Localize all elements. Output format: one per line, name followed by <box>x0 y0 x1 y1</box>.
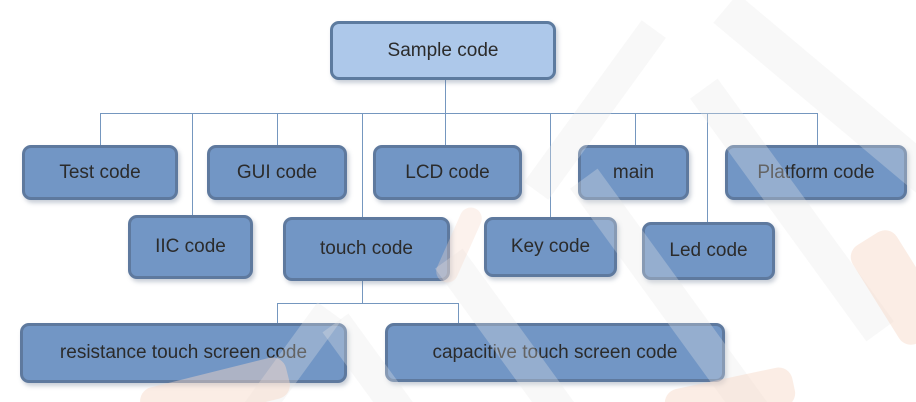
connector-touch-to-subbus <box>362 281 363 303</box>
node-iic-code-label: IIC code <box>155 236 226 257</box>
node-lcd-code: LCD code <box>373 145 522 200</box>
node-capacitive-touch-screen-code-label: capacitive touch screen code <box>432 341 678 363</box>
watermark-blob <box>845 224 916 351</box>
node-gui-code: GUI code <box>207 145 347 200</box>
node-platform-code: Platform code <box>725 145 907 200</box>
node-capacitive-touch-screen-code: capacitive touch screen code <box>385 323 725 382</box>
node-resistance-touch-screen-code-label: resistance touch screen code <box>59 342 308 363</box>
connector-subbus <box>277 303 459 304</box>
node-test-code: Test code <box>22 145 178 200</box>
node-gui-code-label: GUI code <box>236 161 318 183</box>
connector-drop-test <box>100 113 101 145</box>
node-resistance-touch-screen-code: resistance touch screen code <box>20 323 347 383</box>
connector-drop-key <box>550 113 551 217</box>
connector-sample-to-bus <box>445 80 446 145</box>
node-key-code: Key code <box>484 217 617 277</box>
connector-bus <box>100 113 818 114</box>
connector-drop-capacitive <box>458 303 459 323</box>
node-led-code: Led code <box>642 222 775 280</box>
node-led-code-label: Led code <box>669 240 748 261</box>
watermark-band <box>690 78 894 342</box>
node-touch-code-label: touch code <box>320 238 413 259</box>
connector-drop-platform <box>817 113 818 145</box>
node-main: main <box>578 145 689 200</box>
node-touch-code: touch code <box>283 217 450 281</box>
connector-drop-led <box>707 113 708 222</box>
node-main-label: main <box>612 161 655 183</box>
node-platform-code-label: Platform code <box>757 161 875 183</box>
node-test-code-label: Test code <box>59 161 141 183</box>
connector-drop-iic <box>192 113 193 215</box>
connector-drop-touch <box>362 113 363 217</box>
connector-drop-main <box>635 113 636 145</box>
node-lcd-code-label: LCD code <box>405 161 490 183</box>
node-sample-code: Sample code <box>330 21 556 80</box>
node-sample-code-label: Sample code <box>387 39 499 61</box>
connector-drop-gui <box>277 113 278 145</box>
node-iic-code: IIC code <box>128 215 253 279</box>
node-key-code-label: Key code <box>510 236 591 257</box>
connector-drop-resistance <box>277 303 278 323</box>
